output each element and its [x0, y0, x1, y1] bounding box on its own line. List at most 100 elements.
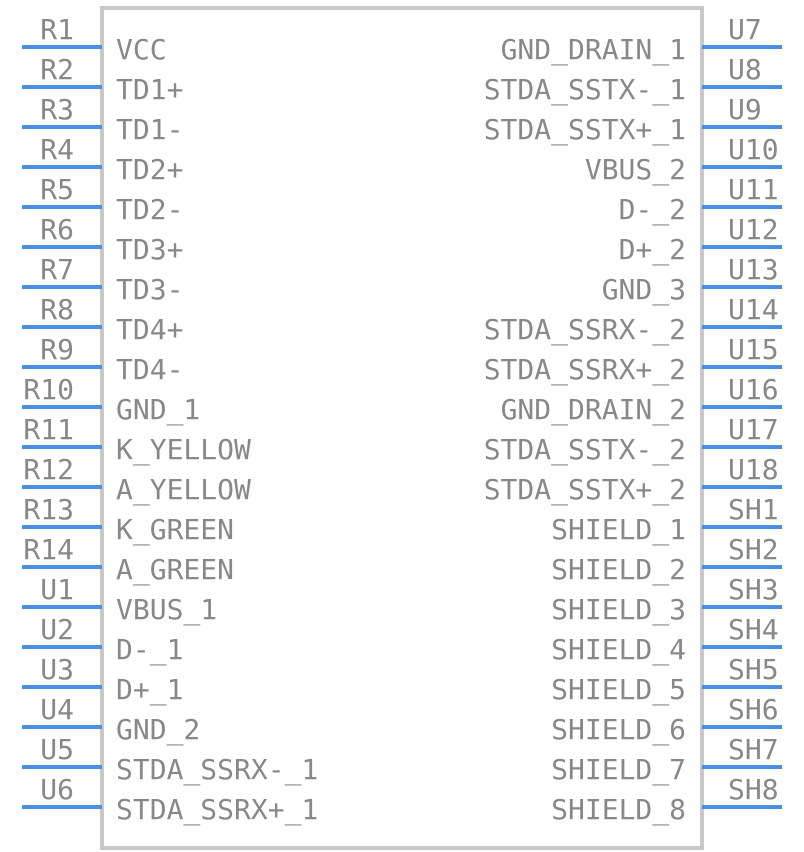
left-pin-group: R1VCCR2TD1+R3TD1-R4TD2+R5TD2-R6TD3+R7TD3…	[22, 13, 318, 827]
pin-number: SH8	[728, 773, 779, 806]
pin-number: U10	[728, 133, 779, 166]
pin-label: VBUS_2	[585, 153, 686, 187]
pin-number: R5	[40, 173, 74, 206]
pin-label: TD4-	[116, 353, 183, 386]
pin-label: STDA_SSTX+_2	[484, 473, 686, 507]
pin-number: U1	[40, 573, 74, 606]
pin-label: TD1-	[116, 113, 183, 146]
pin-number: SH4	[728, 613, 779, 646]
pin-label: K_GREEN	[116, 513, 234, 547]
pin-number: R11	[23, 413, 74, 446]
pin-number: SH3	[728, 573, 779, 606]
pin-label: D+_1	[116, 673, 183, 707]
pin-label: D+_2	[619, 233, 686, 267]
pin-number: R7	[40, 253, 74, 286]
pin-number: R3	[40, 93, 74, 126]
pin-label: SHIELD_6	[551, 713, 686, 747]
pin-label: TD1+	[116, 73, 183, 106]
pin-number: U11	[728, 173, 779, 206]
pin-label: A_YELLOW	[116, 473, 251, 507]
pin-number: U6	[40, 773, 74, 806]
pin-label: SHIELD_5	[551, 673, 686, 707]
pin-number: R4	[40, 133, 74, 166]
pin-label: D-_1	[116, 633, 183, 667]
left-pin-u2: U2D-_1	[22, 613, 183, 667]
pin-number: SH6	[728, 693, 779, 726]
pin-label: A_GREEN	[116, 553, 234, 587]
pin-number: R8	[40, 293, 74, 326]
pin-label: GND_1	[116, 393, 200, 427]
pin-label: SHIELD_7	[551, 753, 686, 787]
pin-label: STDA_SSTX-_2	[484, 433, 686, 467]
pin-label: TD3+	[116, 233, 183, 266]
pin-number: U3	[40, 653, 74, 686]
right-pin-group: U7GND_DRAIN_1U8STDA_SSTX-_1U9STDA_SSTX+_…	[484, 13, 782, 827]
pin-label: K_YELLOW	[116, 433, 251, 467]
pin-number: U4	[40, 693, 74, 726]
pin-label: STDA_SSRX+_1	[116, 793, 318, 827]
pin-number: U7	[728, 13, 762, 46]
pin-number: R13	[23, 493, 74, 526]
pin-number: SH5	[728, 653, 779, 686]
pin-label: SHIELD_1	[551, 513, 686, 547]
pin-number: SH2	[728, 533, 779, 566]
pin-number: R14	[23, 533, 74, 566]
pin-number: U14	[728, 293, 779, 326]
pin-number: U17	[728, 413, 779, 446]
pin-label: TD4+	[116, 313, 183, 346]
pin-number: R12	[23, 453, 74, 486]
pin-label: STDA_SSRX-_2	[484, 313, 686, 347]
pin-number: R6	[40, 213, 74, 246]
pin-label: D-_2	[619, 193, 686, 227]
pin-label: TD3-	[116, 273, 183, 306]
pin-label: SHIELD_2	[551, 553, 686, 587]
pin-number: SH1	[728, 493, 779, 526]
pin-number: SH7	[728, 733, 779, 766]
pin-label: GND_2	[116, 713, 200, 747]
pin-label: TD2+	[116, 153, 183, 186]
pin-label: GND_DRAIN_1	[501, 33, 686, 67]
pin-label: STDA_SSRX+_2	[484, 353, 686, 387]
pin-label: STDA_SSTX-_1	[484, 73, 686, 107]
pin-label: SHIELD_3	[551, 593, 686, 627]
pin-number: R10	[23, 373, 74, 406]
pin-number: R9	[40, 333, 74, 366]
pin-number: R1	[40, 13, 74, 46]
pin-number: U18	[728, 453, 779, 486]
pin-number: U2	[40, 613, 74, 646]
pin-label: SHIELD_4	[551, 633, 686, 667]
left-pin-u3: U3D+_1	[22, 653, 183, 707]
pin-number: U5	[40, 733, 74, 766]
pin-label: TD2-	[116, 193, 183, 226]
pin-number: U13	[728, 253, 779, 286]
pin-label: VBUS_1	[116, 593, 217, 627]
pin-number: R2	[40, 53, 74, 86]
component-body	[100, 6, 704, 850]
pin-label: SHIELD_8	[551, 793, 686, 827]
pin-number: U12	[728, 213, 779, 246]
pin-number: U8	[728, 53, 762, 86]
